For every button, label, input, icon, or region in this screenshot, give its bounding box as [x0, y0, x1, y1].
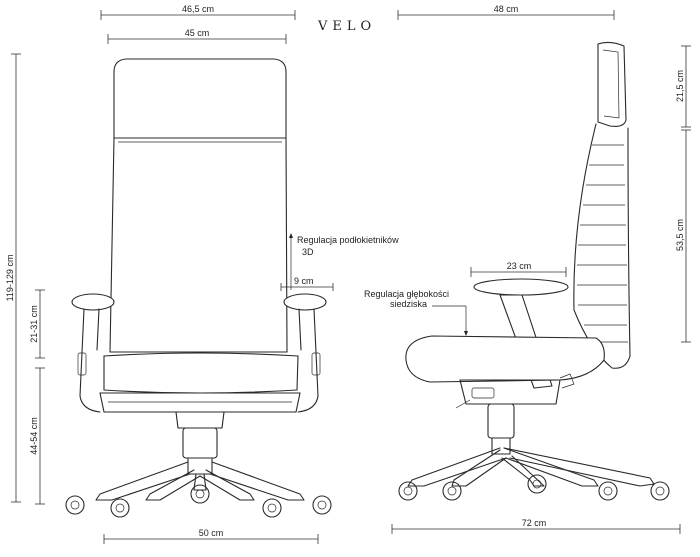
dim-back-width: 45 cm [107, 28, 287, 44]
seat-depth-label: Regulacja głębokości [364, 289, 449, 299]
armrest-adjust-label-3d: 3D [302, 247, 314, 257]
armrest-adjust-callout: Regulacja podłokietników 3D 9 cm [280, 233, 399, 291]
dim-base-width: 50 cm [103, 528, 319, 544]
front-view-chair [65, 58, 332, 518]
dim-armrest-height-label: 21-31 cm [29, 305, 39, 343]
dim-armpad-label: 23 cm [507, 261, 532, 271]
dim-depth: 48 cm [397, 4, 615, 20]
dim-backrest: 53,5 cm [675, 129, 691, 343]
side-view-chair [398, 41, 670, 501]
dim-armrest-height: 21-31 cm [29, 289, 45, 359]
dim-headrest: 21,5 cm [675, 45, 691, 128]
dim-headrest-label: 21,5 cm [675, 70, 685, 102]
dim-base-depth-label: 72 cm [522, 518, 547, 528]
dim-base-depth: 72 cm [391, 518, 681, 534]
armrest-shift-label: 9 cm [294, 276, 314, 286]
dim-total-height-label: 119-129 cm [5, 255, 15, 302]
dim-backrest-label: 53,5 cm [675, 219, 685, 251]
armrest-adjust-label: Regulacja podłokietników [297, 235, 399, 245]
dim-seat-height: 44-54 cm [29, 367, 45, 505]
dim-overall-width-label: 46,5 cm [182, 4, 214, 14]
dim-total-height: 119-129 cm [5, 53, 21, 503]
brand-title: VELO [317, 19, 376, 34]
dim-back-width-label: 45 cm [185, 28, 210, 38]
dim-base-width-label: 50 cm [199, 528, 224, 538]
seat-depth-label-2: siedziska [390, 299, 427, 309]
dim-overall-width: 46,5 cm [100, 4, 296, 20]
dim-depth-label: 48 cm [494, 4, 519, 14]
dim-armpad: 23 cm [470, 261, 567, 277]
dim-seat-height-label: 44-54 cm [29, 417, 39, 455]
seat-depth-callout: Regulacja głębokości siedziska [364, 289, 468, 336]
